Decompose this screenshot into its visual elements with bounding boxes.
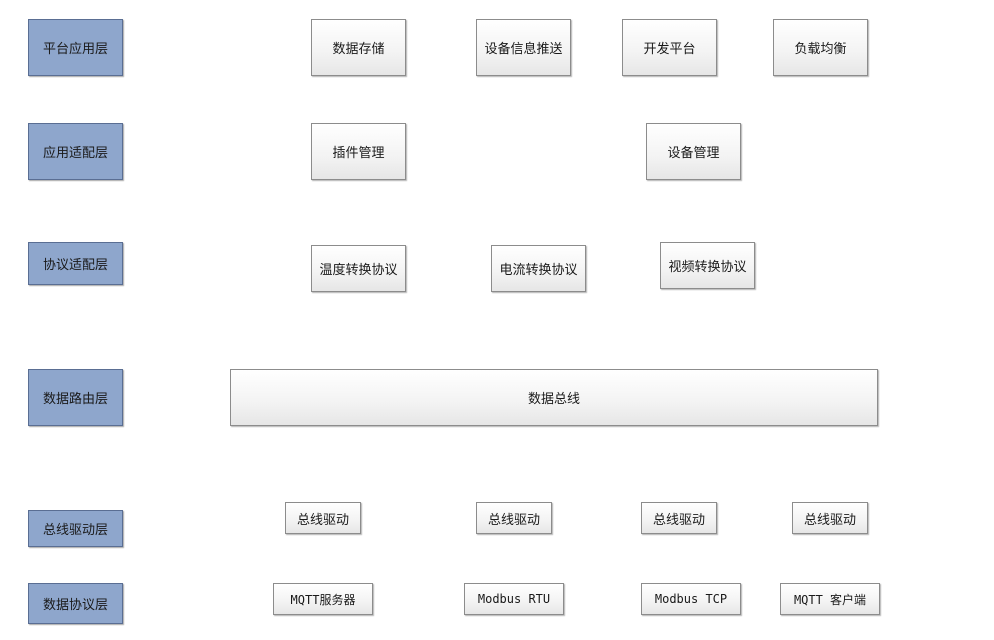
node-mqtt-client: MQTT 客户端 bbox=[780, 583, 880, 615]
layer-app-adapt: 应用适配层 bbox=[28, 123, 123, 180]
node-data-storage: 数据存储 bbox=[311, 19, 406, 76]
node-video-protocol: 视频转换协议 bbox=[660, 242, 755, 289]
layer-data-protocol: 数据协议层 bbox=[28, 583, 123, 624]
node-data-bus: 数据总线 bbox=[230, 369, 878, 426]
node-current-protocol: 电流转换协议 bbox=[491, 245, 586, 292]
layer-protocol-adapt: 协议适配层 bbox=[28, 242, 123, 285]
node-bus-driver-4: 总线驱动 bbox=[792, 502, 868, 534]
node-device-info-push: 设备信息推送 bbox=[476, 19, 571, 76]
node-modbus-tcp: Modbus TCP bbox=[641, 583, 741, 615]
node-bus-driver-3: 总线驱动 bbox=[641, 502, 717, 534]
node-temp-protocol: 温度转换协议 bbox=[311, 245, 406, 292]
node-bus-driver-2: 总线驱动 bbox=[476, 502, 552, 534]
node-plugin-mgmt: 插件管理 bbox=[311, 123, 406, 180]
node-bus-driver-1: 总线驱动 bbox=[285, 502, 361, 534]
layer-data-routing: 数据路由层 bbox=[28, 369, 123, 426]
node-load-balance: 负载均衡 bbox=[773, 19, 868, 76]
node-mqtt-server: MQTT服务器 bbox=[273, 583, 373, 615]
layer-platform-app: 平台应用层 bbox=[28, 19, 123, 76]
node-device-mgmt: 设备管理 bbox=[646, 123, 741, 180]
node-dev-platform: 开发平台 bbox=[622, 19, 717, 76]
node-modbus-rtu: Modbus RTU bbox=[464, 583, 564, 615]
layer-bus-driver: 总线驱动层 bbox=[28, 510, 123, 547]
